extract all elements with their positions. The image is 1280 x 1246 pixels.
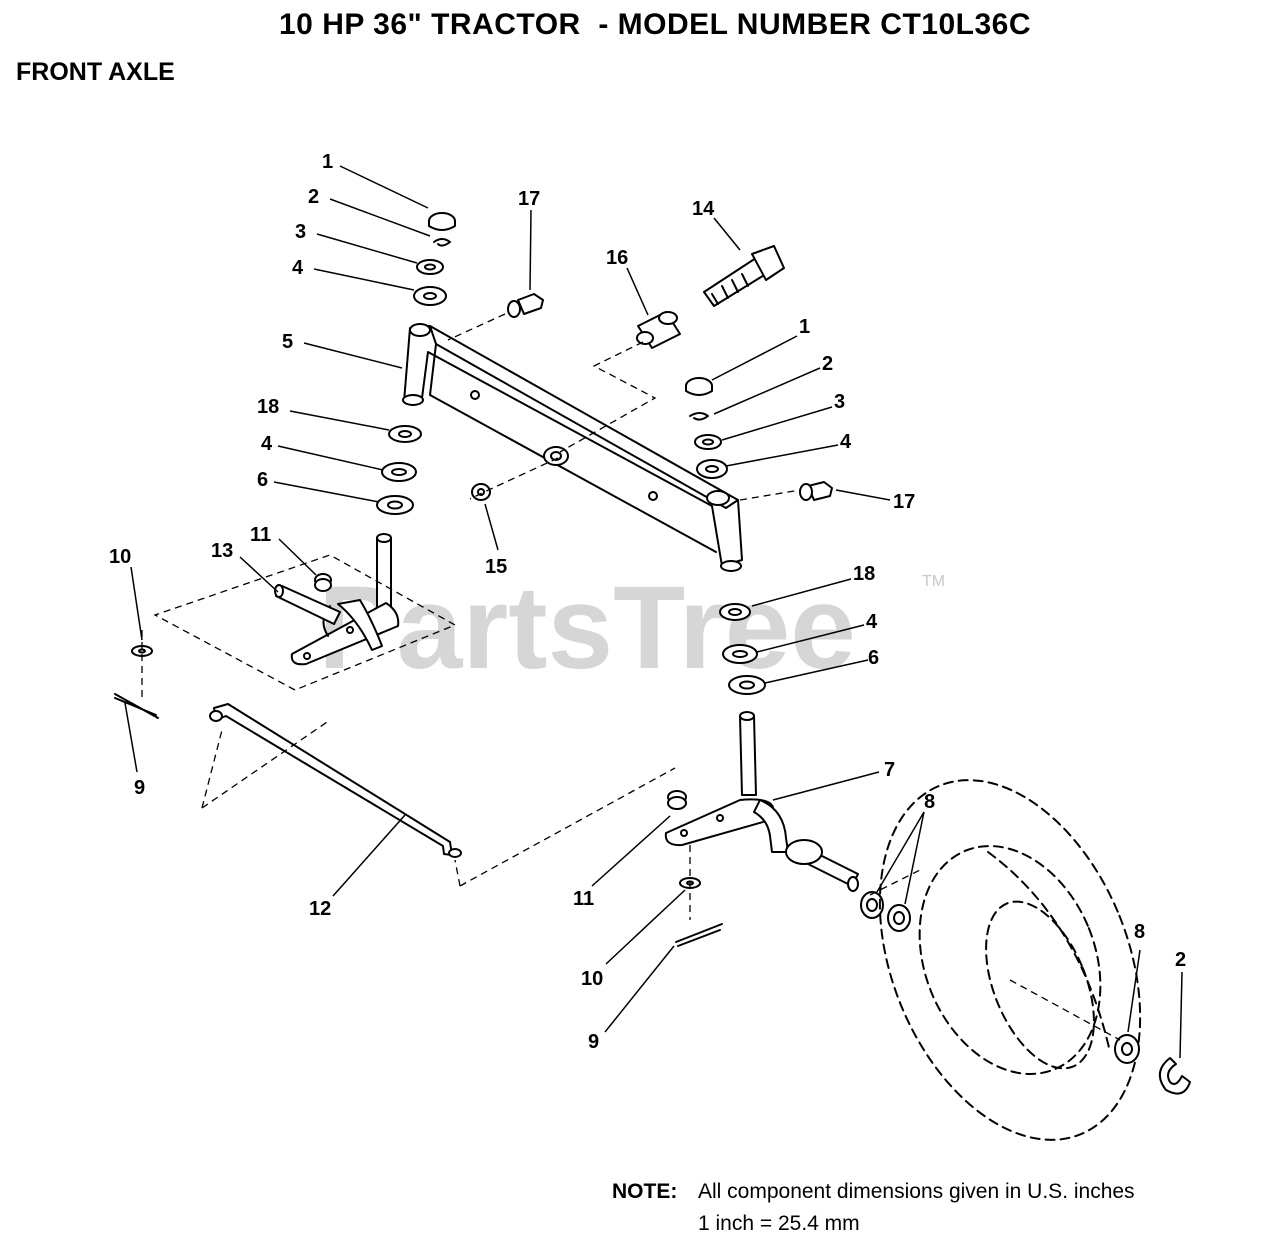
cap-right [685,377,713,396]
callout-6-left: 6 [257,469,268,491]
callout-2-clip: 2 [1175,949,1186,971]
assembly-lines [141,313,1121,1041]
callout-10-left: 10 [109,546,131,568]
callout-13: 13 [211,540,233,562]
tie-rod [209,703,462,858]
washer-18-left [388,425,422,443]
callout-8-pair: 8 [924,791,935,813]
callout-11-left: 11 [250,524,271,546]
callout-17-right: 17 [893,491,915,513]
watermark-trademark: TM [922,573,945,590]
cotter-pin-9-left [114,693,159,719]
callout-9-left: 9 [134,777,145,799]
spacer-6-right [728,675,766,695]
callout-6-right: 6 [868,647,879,669]
bearing-4-right-bottom [722,644,758,664]
front-wheel [878,779,1142,1141]
washer-10-left [131,645,153,657]
callout-15: 15 [485,556,507,578]
callout-4-right-bottom: 4 [866,611,878,633]
cotter-pin-9-right [675,923,723,947]
note-line-1: All component dimensions given in U.S. i… [698,1180,1135,1203]
callout-10-right: 10 [581,968,603,990]
washer-8-b [887,904,911,932]
spacer-6-left [376,495,414,515]
note-label: NOTE: [612,1180,678,1203]
callout-4-left-bottom: 4 [261,433,273,455]
callout-3-right: 3 [834,391,845,413]
callout-7: 7 [884,759,895,781]
retaining-clip-2 [1159,1057,1191,1095]
callout-14: 14 [692,198,715,220]
washer-18-right [719,603,751,621]
bearing-4-right-top [696,459,728,479]
note-block: NOTE: All component dimensions given in U… [612,1176,1135,1240]
bearing-4-left-bottom [381,462,417,482]
leader-lines [124,165,1183,1059]
watermark-text: PartsTree [318,562,856,694]
callout-3-left: 3 [295,221,306,243]
callout-18-right: 18 [853,563,875,585]
callout-8-wheel: 8 [1134,921,1145,943]
callout-17-top: 17 [518,188,540,210]
callout-5: 5 [282,331,293,353]
note-line-2: 1 inch = 25.4 mm [698,1212,860,1235]
callouts: 1 2 3 4 5 18 4 6 10 13 11 9 17 16 14 1 2… [109,151,1186,1053]
bearing-4-left-top [413,286,447,306]
callout-9-right: 9 [588,1031,599,1053]
bolt-14 [703,245,785,307]
nut-11-right [667,790,687,810]
callout-2-left: 2 [308,186,319,208]
callout-4-right-top: 4 [840,431,852,453]
bolt-13 [274,584,341,625]
callout-2-right: 2 [822,353,833,375]
cap-left [428,212,456,231]
callout-18-left: 18 [257,396,279,418]
axle-beam [402,323,743,572]
washer-8-c [1114,1034,1140,1064]
grease-fitting-17-right [799,481,833,501]
retaining-ring-left [433,238,451,247]
grease-fitting-17-top [507,293,544,318]
retaining-ring-right [689,412,709,421]
spindle-left [290,533,400,666]
spindle-right [664,711,859,892]
washer-3-left [416,259,444,275]
callout-11-right: 11 [573,888,594,910]
callout-12: 12 [309,898,331,920]
callout-1-right: 1 [799,316,810,338]
page-title: 10 HP 36" TRACTOR - MODEL NUMBER CT10L36… [278,8,1032,41]
callout-4-left-top: 4 [292,257,304,279]
nut-15 [471,483,491,501]
nut-11-left [314,573,332,592]
section-title: FRONT AXLE [16,58,175,86]
callout-1-left: 1 [322,151,333,173]
washer-3-right [694,434,722,450]
callout-16: 16 [606,247,628,269]
bushing-16 [636,311,681,349]
washer-8-a [860,891,884,919]
